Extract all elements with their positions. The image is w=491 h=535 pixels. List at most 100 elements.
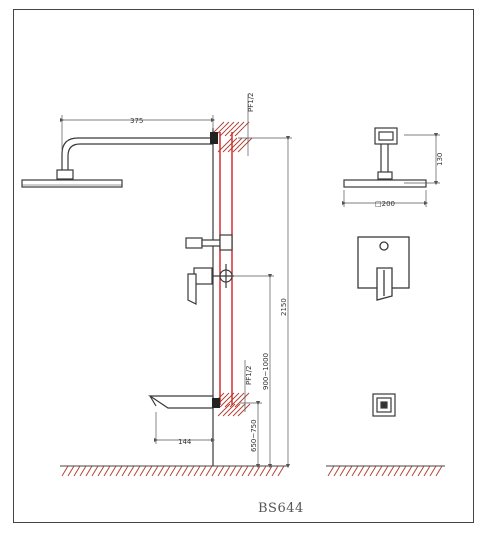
floor-hatch-line [327, 465, 335, 477]
floor-hatch-line [277, 465, 285, 477]
dim-spout-length-label: 144 [178, 438, 192, 446]
floor-hatch-line [109, 465, 117, 477]
dim-mixer-height-label: 900~1000 [262, 353, 270, 390]
dim-head-drop [404, 132, 440, 186]
floor-hatch-right [327, 465, 443, 477]
floor-hatch-line [411, 465, 419, 477]
floor-hatch-line [61, 465, 69, 477]
floor-hatch-line [387, 465, 395, 477]
floor-hatch-line [85, 465, 93, 477]
top-wall-flange [210, 132, 218, 144]
wall-hatch-line [222, 403, 236, 417]
floor-hatch-line [265, 465, 273, 477]
floor-hatch-line [223, 465, 231, 477]
wall-hatch-line [227, 403, 241, 417]
floor-hatch-line [351, 465, 359, 477]
floor-hatch-line [181, 465, 189, 477]
floor-hatch-line [271, 465, 279, 477]
floor-hatch-line [79, 465, 87, 477]
floor-hatch-line [211, 465, 219, 477]
floor-hatch-line [333, 465, 341, 477]
floor-hatch-line [205, 465, 213, 477]
wall-hatch-line [227, 137, 243, 153]
wall-hatch-line [234, 392, 250, 408]
floor-hatch-line [345, 465, 353, 477]
front-view-mixer-plate [357, 236, 410, 301]
floor-hatch-line [375, 465, 383, 477]
diverter [213, 264, 234, 288]
floor-hatch-line [363, 465, 371, 477]
wall-hatch-line [219, 392, 235, 408]
wall-hatch-line [232, 137, 248, 153]
floor-hatch-line [157, 465, 165, 477]
floor-hatch-line [259, 465, 267, 477]
dim-mixer-height [232, 273, 274, 469]
floor-hatch-line [163, 465, 171, 477]
dim-head-drop-label: 130 [436, 153, 444, 166]
floor-hatch-line [73, 465, 81, 477]
floor-hatch-line [381, 465, 389, 477]
model-number: BS644 [258, 501, 304, 516]
dim-arm-length-label: 375 [130, 117, 143, 125]
dim-arm-length [59, 115, 216, 150]
dim-spout-height-label: 650~750 [250, 419, 258, 452]
floor-hatch-line [253, 465, 261, 477]
floor-hatch-line [217, 465, 225, 477]
floor-hatch-line [187, 465, 195, 477]
mixer-valve [187, 267, 213, 305]
shower-arm [56, 137, 213, 180]
floor-hatch-line [339, 465, 347, 477]
floor-hatch-line [151, 465, 159, 477]
dim-spout-height [240, 400, 262, 469]
floor-hatch-line [229, 465, 237, 477]
front-view-spout [372, 393, 396, 417]
wall-hatch-line [229, 121, 245, 137]
tub-spout [148, 395, 214, 409]
dim-thread-top-label: PF1/2 [247, 92, 255, 112]
wall-hatch-line [232, 403, 246, 417]
dim-head-size-label: □200 [375, 200, 395, 208]
wall-hatch-line [237, 403, 251, 417]
floor-hatch-line [145, 465, 153, 477]
floor-hatch-line [417, 465, 425, 477]
drawing-frame [13, 9, 474, 523]
side-view-shower-head [343, 127, 427, 188]
floor-hatch-line [241, 465, 249, 477]
floor-hatch-line [429, 465, 437, 477]
floor-hatch-line [127, 465, 135, 477]
wall-hatch-line [234, 121, 250, 137]
wall-hatch-line [222, 137, 238, 153]
floor-hatch-line [423, 465, 431, 477]
floor-hatch-line [175, 465, 183, 477]
dim-thread-bottom-label: PF1/2 [245, 365, 253, 385]
dim-total-height-label: 2150 [280, 298, 288, 316]
floor-hatch-line [357, 465, 365, 477]
floor-hatch-line [169, 465, 177, 477]
dim-total-height [238, 135, 292, 469]
floor-hatch-line [235, 465, 243, 477]
floor-hatch-line [405, 465, 413, 477]
floor-hatch-line [247, 465, 255, 477]
floor-hatch-line [121, 465, 129, 477]
supply-pipes [219, 132, 233, 405]
floor-hatch-line [435, 465, 443, 477]
shower-head [21, 179, 123, 188]
floor-hatch-line [103, 465, 111, 477]
dim-spout-length [153, 412, 216, 444]
bottom-wall-flange [212, 398, 220, 408]
floor-hatch-line [193, 465, 201, 477]
wall-hatch-line [237, 137, 253, 153]
wall-hatch-line [224, 392, 240, 408]
floor-hatch-line [369, 465, 377, 477]
wall-hatch-line [217, 137, 233, 153]
floor-hatch-main [61, 465, 285, 477]
floor-hatch-line [399, 465, 407, 477]
floor-hatch-line [115, 465, 123, 477]
floor-hatch-line [67, 465, 75, 477]
wall-hatch-line [229, 392, 245, 408]
floor-hatch-line [97, 465, 105, 477]
handshower-holder [185, 234, 233, 251]
wall-hatch-line [217, 403, 231, 417]
wall-hatch-line [224, 121, 240, 137]
